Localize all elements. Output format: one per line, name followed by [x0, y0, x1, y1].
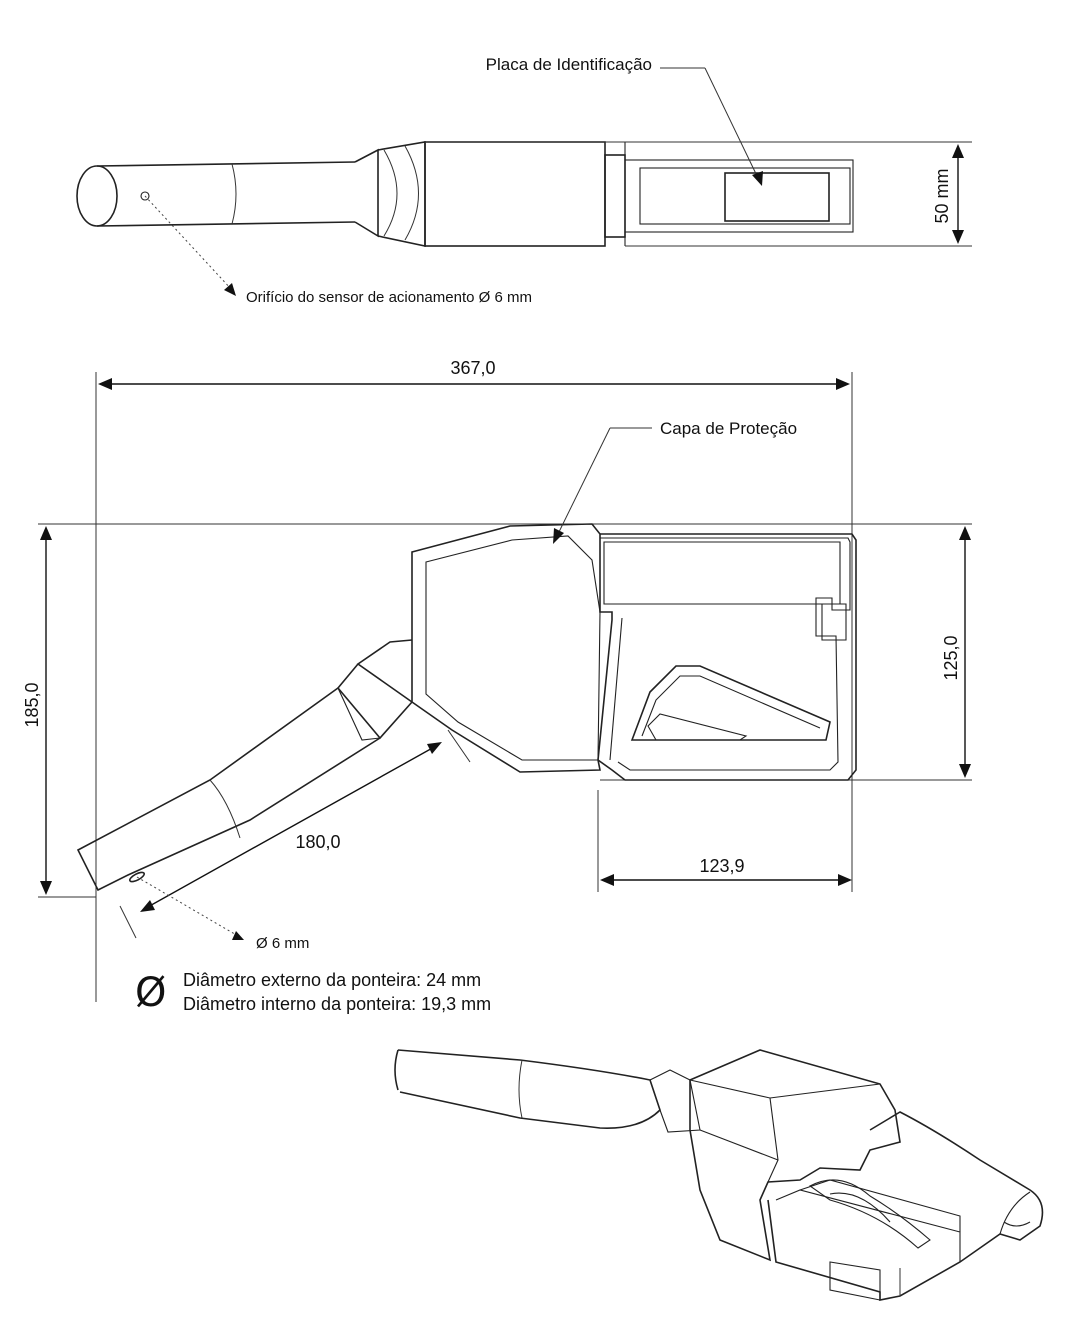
diameter-symbol: Ø: [135, 970, 166, 1016]
dim-height-body: 125,0: [941, 526, 971, 778]
diameter-notes: Ø Diâmetro externo da ponteira: 24 mm Di…: [135, 970, 491, 1016]
spout-hole: [128, 871, 146, 883]
label-hole: Ø 6 mm: [256, 935, 309, 952]
dim-handle: 123,9: [600, 856, 852, 886]
identification-plate: [724, 172, 830, 222]
dim-height-total: 185,0: [22, 526, 52, 895]
side-view-spout: [76, 639, 471, 892]
label-identification-plate: Placa de Identificação: [486, 55, 652, 74]
note-outer-diameter: Diâmetro externo da ponteira: 24 mm: [183, 970, 481, 990]
dim-length-text: 367,0: [450, 358, 495, 378]
leader-hole: Ø 6 mm: [136, 876, 309, 952]
leader-sensor: Orifício do sensor de acionamento Ø 6 mm: [144, 195, 532, 306]
dim-height-total-text: 185,0: [22, 682, 42, 727]
top-view-body: [424, 141, 854, 247]
dim-handle-text: 123,9: [699, 856, 744, 876]
leader-plate: Placa de Identificação: [486, 55, 763, 186]
top-view-spout: [76, 141, 426, 247]
dim-length: 367,0: [98, 358, 850, 390]
perspective-view: [394, 1049, 1044, 1301]
dim-width-text: 50 mm: [932, 168, 952, 223]
note-inner-diameter: Diâmetro interno da ponteira: 19,3 mm: [183, 994, 491, 1014]
top-view: 50 mm Placa de Identificação Orifício do…: [76, 55, 972, 306]
dim-height-body-text: 125,0: [941, 635, 961, 680]
side-view: 367,0 185,0 125,0 123,9: [22, 358, 972, 1002]
dim-spout-text: 180,0: [295, 832, 340, 852]
dim-width-top: 50 mm: [425, 141, 972, 247]
dim-spout: 180,0: [119, 742, 442, 939]
label-protection-cap: Capa de Proteção: [660, 419, 797, 438]
label-sensor-hole: Orifício do sensor de acionamento Ø 6 mm: [246, 289, 532, 306]
sensor-hole: [140, 191, 150, 201]
side-view-body: Capa de Proteção: [411, 419, 857, 781]
